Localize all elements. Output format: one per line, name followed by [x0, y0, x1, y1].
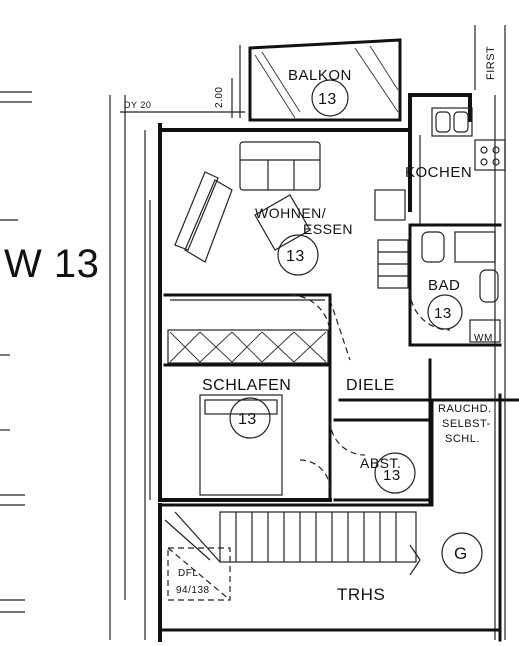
bad-label: BAD — [428, 277, 460, 294]
dfl-box — [167, 547, 231, 601]
kochen-label: KOCHEN — [405, 164, 472, 181]
g-circle — [441, 532, 483, 574]
trhs-label: TRHS — [337, 585, 385, 604]
dy-note: DY 20 — [124, 100, 151, 110]
diele-label: DIELE — [346, 377, 395, 394]
sofa-furniture — [174, 141, 321, 263]
bad-number: 13 — [434, 305, 452, 322]
wm-label: WM — [474, 333, 493, 344]
abst-circle — [374, 452, 416, 494]
bed — [199, 394, 283, 496]
small-stairs — [377, 239, 409, 289]
schlafen-circle — [229, 397, 271, 439]
balkon-number: 13 — [318, 91, 337, 108]
g-label: G — [454, 544, 468, 563]
main-staircase — [164, 511, 421, 576]
essen-label: ESSEN — [303, 221, 353, 237]
balcony-outline — [248, 38, 402, 122]
balkon-circle — [311, 79, 349, 117]
rauch-label-3: SCHL. — [445, 433, 480, 445]
first-note: FIRST — [485, 46, 497, 80]
wohnen-number: 13 — [286, 248, 305, 265]
dimension-note: 2.00 — [214, 87, 225, 108]
margin-marks — [0, 91, 32, 613]
bathroom-fixtures — [421, 231, 501, 343]
balkon-label: BALKON — [288, 67, 352, 84]
rauch-label-2: SELBST- — [442, 418, 491, 430]
wohnen-label: WOHNEN/ — [255, 205, 326, 221]
schlafen-label: SCHLAFEN — [202, 377, 291, 394]
bad-circle — [427, 294, 463, 330]
schlafen-number: 13 — [238, 411, 257, 428]
outer-walls — [158, 93, 472, 642]
dfl-dim-note: 94/138 — [176, 585, 210, 596]
dimension-lines — [109, 25, 506, 640]
rauch-label-1: RAUCHD. — [438, 403, 492, 415]
dfl-note: DFL — [178, 568, 198, 579]
room-circles — [229, 79, 483, 574]
unit-label: W 13 — [4, 242, 99, 286]
abst-label: ABST. — [360, 455, 401, 471]
kitchen-fixtures — [374, 107, 506, 225]
interior-walls — [158, 223, 519, 642]
wardrobe-hatch — [167, 299, 329, 364]
abst-number: 13 — [383, 467, 401, 484]
wohnen-circle — [277, 234, 319, 276]
